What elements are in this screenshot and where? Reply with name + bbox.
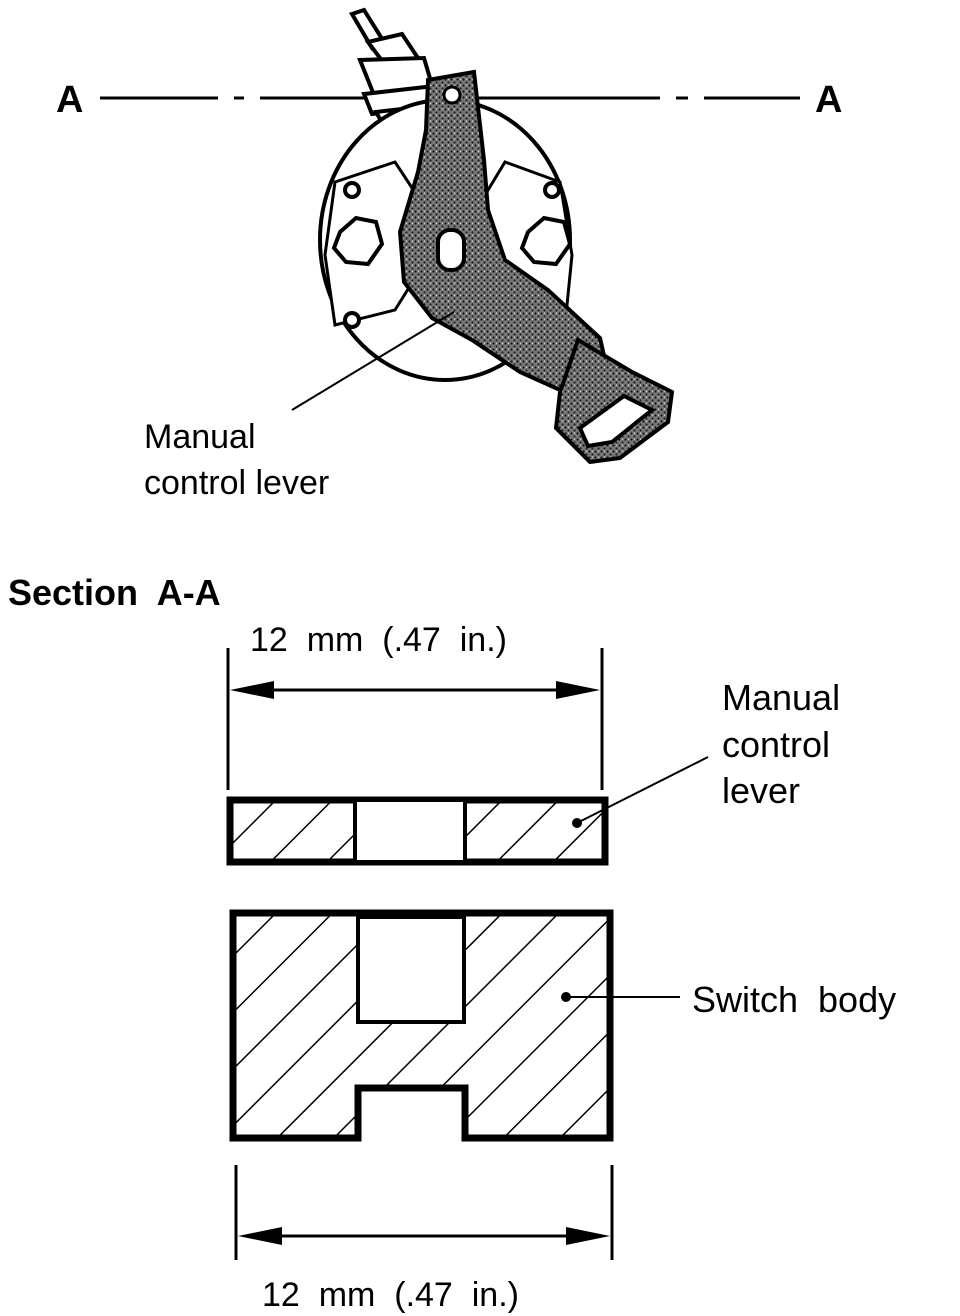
lever-section	[226, 796, 609, 866]
lever-leader-line	[291, 311, 455, 411]
bottom-dimension-label: 12 mm (.47 in.)	[262, 1276, 519, 1314]
top-lever-label-line2: control lever	[144, 464, 329, 502]
mounting-bolt-left-icon	[331, 215, 385, 267]
top-dimension-arrow-right-icon	[556, 681, 600, 699]
bottom-dimension	[234, 1165, 614, 1260]
top-dimension-label: 12 mm (.47 in.)	[250, 621, 507, 659]
section-lever-leader-line	[576, 756, 709, 824]
manual-control-lever	[397, 69, 675, 465]
top-dimension	[226, 648, 604, 790]
switch-body-label: Switch body	[692, 979, 896, 1020]
top-view: A A	[56, 7, 842, 502]
top-lever-label-line1: Manual	[144, 418, 256, 456]
section-lever-label-line3: lever	[722, 770, 800, 811]
section-view: Section A-A 12 mm (.47 in.) Manual contr…	[8, 572, 896, 1314]
section-marker-right: A	[815, 79, 842, 121]
top-dimension-arrow-left-icon	[230, 681, 274, 699]
mounting-bolt-right-icon	[519, 215, 573, 267]
bottom-dimension-arrow-left-icon	[238, 1227, 282, 1245]
section-title: Section A-A	[8, 572, 221, 613]
switch-body-section	[229, 909, 614, 1142]
section-lever-label-line2: control	[722, 724, 830, 765]
section-lever-label-line1: Manual	[722, 677, 840, 718]
bottom-dimension-arrow-right-icon	[566, 1227, 610, 1245]
section-marker-left: A	[56, 79, 83, 121]
